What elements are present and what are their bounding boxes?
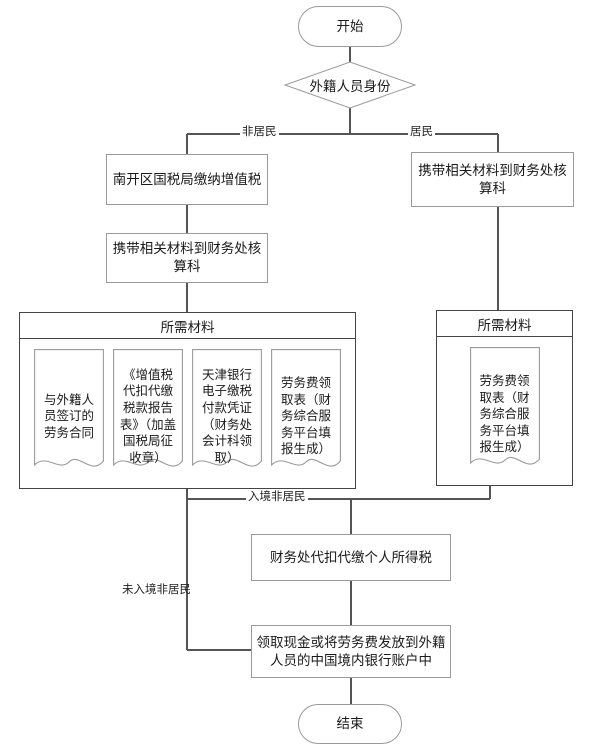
edge-label-non-resident: 非居民 xyxy=(240,126,279,139)
document-shape-icon xyxy=(271,349,341,467)
left-step1-node[interactable]: 南开区国税局缴纳增值税 xyxy=(106,154,268,205)
end-node[interactable]: 结束 xyxy=(298,704,402,744)
document-shape-icon xyxy=(34,349,104,467)
right-step1-node[interactable]: 携带相关材料到财务处核算科 xyxy=(411,152,574,207)
left-step2-node[interactable]: 携带相关材料到财务处核算科 xyxy=(106,233,268,283)
edge-label-entered-non-resident: 入境非居民 xyxy=(246,491,308,504)
list-item-label: 劳务费领取表（财务综合服务平台填报生成） xyxy=(280,375,331,457)
left-step1-label: 南开区国税局缴纳增值税 xyxy=(112,171,262,187)
list-item-label: 《增值税代扣代缴税款报告表》（加盖国税局征收章） xyxy=(119,367,177,465)
start-node[interactable]: 开始 xyxy=(298,6,402,47)
left-materials-group: 所需材料 与外籍人员签订的劳务合同 《增值税代扣代缴税款报告表》（加盖国税局征收… xyxy=(19,312,356,489)
document-shape-icon xyxy=(192,349,262,467)
document-shape-icon xyxy=(469,347,540,465)
end-node-label: 结束 xyxy=(336,716,364,732)
list-item[interactable]: 天津银行电子缴税付款凭证（财务处会计科领取） xyxy=(192,349,262,475)
left-materials-title: 所需材料 xyxy=(20,313,355,339)
list-item[interactable]: 《增值税代扣代缴税款报告表》（加盖国税局征收章） xyxy=(113,349,183,475)
left-materials-list: 与外籍人员签订的劳务合同 《增值税代扣代缴税款报告表》（加盖国税局征收章） 天津… xyxy=(20,339,355,488)
right-materials-title: 所需材料 xyxy=(437,311,572,337)
payout-step-node[interactable]: 领取现金或将劳务费发放到外籍人员的中国境内银行账户中 xyxy=(251,625,451,678)
edge-label-not-entered-non-resident: 未入境非居民 xyxy=(122,584,191,596)
edge-label-resident: 居民 xyxy=(408,126,435,139)
list-item[interactable]: 与外籍人员签订的劳务合同 xyxy=(34,349,104,475)
right-step1-label: 携带相关材料到财务处核算科 xyxy=(418,162,567,196)
document-shape-icon xyxy=(113,349,183,467)
payout-step-label: 领取现金或将劳务费发放到外籍人员的中国境内银行账户中 xyxy=(256,634,446,668)
list-item[interactable]: 劳务费领取表（财务综合服务平台填报生成） xyxy=(469,347,540,473)
merge-step-node[interactable]: 财务处代扣代缴个人所得税 xyxy=(251,534,451,581)
list-item-label: 天津银行电子缴税付款凭证（财务处会计科领取） xyxy=(201,367,252,465)
merge-step-label: 财务处代扣代缴个人所得税 xyxy=(270,549,432,565)
start-node-label: 开始 xyxy=(336,18,364,34)
decision-node-label: 外籍人员身份 xyxy=(309,79,391,94)
right-materials-group: 所需材料 劳务费领取表（财务综合服务平台填报生成） xyxy=(436,310,573,486)
list-item-label: 与外籍人员签订的劳务合同 xyxy=(43,392,94,440)
right-materials-list: 劳务费领取表（财务综合服务平台填报生成） xyxy=(437,337,572,485)
decision-node[interactable]: 外籍人员身份 xyxy=(285,62,415,108)
left-step2-label: 携带相关材料到财务处核算科 xyxy=(112,241,262,274)
list-item-label: 劳务费领取表（财务综合服务平台填报生成） xyxy=(479,373,530,455)
list-item[interactable]: 劳务费领取表（财务综合服务平台填报生成） xyxy=(271,349,341,475)
